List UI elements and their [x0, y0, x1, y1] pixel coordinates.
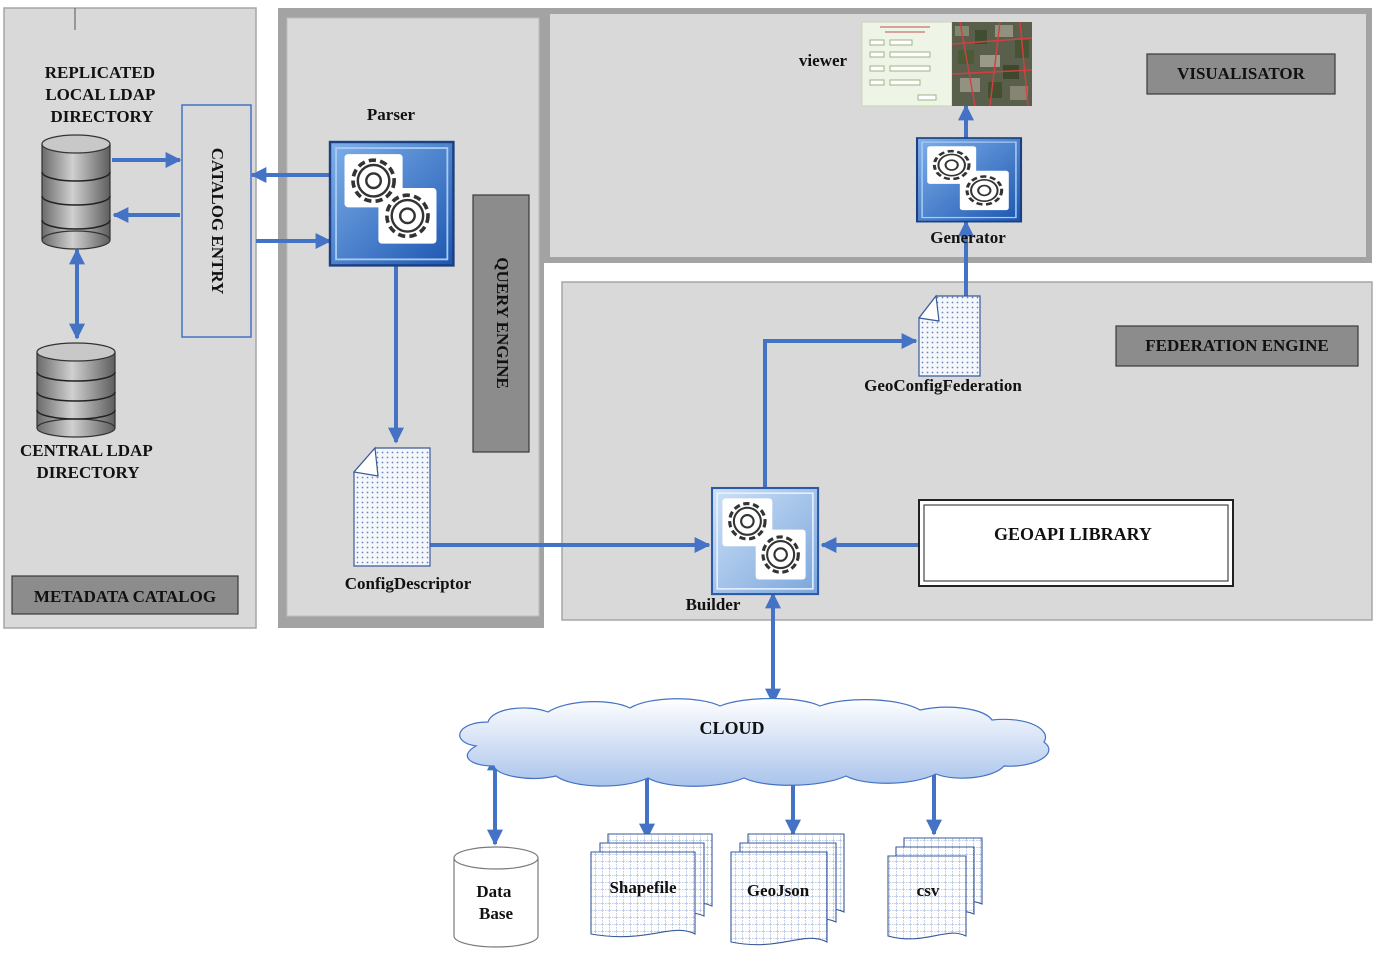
geoapi-library-box: GEOAPI LIBRARY [918, 499, 1234, 587]
generator-gear-icon [915, 137, 1023, 223]
federation-engine-label-box: FEDERATION ENGINE [1115, 325, 1359, 367]
database-label: Data Base [476, 882, 515, 923]
catalog-entry-box: CATALOG ENTRY [181, 104, 252, 338]
query-engine-label-box: QUERY ENGINE [472, 194, 530, 453]
geoconfigfederation-label: GeoConfigFederation [864, 376, 1022, 395]
catalog-entry-label: CATALOG ENTRY [208, 148, 227, 295]
geojson-label: GeoJson [747, 881, 810, 900]
metadata-catalog-label-box: METADATA CATALOG [11, 575, 239, 615]
viewer-label: viewer [799, 51, 848, 70]
central-ldap-database-icon [36, 342, 116, 438]
query-engine-label: QUERY ENGINE [493, 257, 512, 388]
cloud-icon: CLOUD [459, 697, 1050, 787]
central-ldap-label: CENTRAL LDAP DIRECTORY [20, 441, 156, 482]
shapefile-documents-icon [590, 833, 713, 938]
visualisator-label: VISUALISATOR [1177, 64, 1306, 83]
csv-label: csv [917, 881, 940, 900]
csv-documents-icon [887, 837, 983, 940]
replicated-ldap-label: REPLICATED LOCAL LDAP DIRECTORY [45, 63, 159, 126]
parser-label: Parser [367, 105, 416, 124]
shapefile-label: Shapefile [609, 878, 677, 897]
viewer-screenshot-thumbnail [861, 21, 1033, 107]
generator-label: Generator [930, 228, 1006, 247]
geoapi-library-label: GEOAPI LIBRARY [994, 524, 1152, 544]
parser-gear-icon [328, 140, 455, 267]
builder-label: Builder [686, 595, 741, 614]
geojson-documents-icon [730, 833, 845, 946]
configdescriptor-label: ConfigDescriptor [345, 574, 472, 593]
visualisator-label-box: VISUALISATOR [1146, 53, 1336, 95]
configdescriptor-document-icon [352, 446, 431, 567]
database-cylinder-icon [453, 846, 539, 948]
federation-engine-label: FEDERATION ENGINE [1145, 336, 1328, 355]
replicated-ldap-database-icon [41, 134, 111, 250]
metadata-catalog-label: METADATA CATALOG [34, 587, 216, 606]
cloud-label: CLOUD [699, 718, 764, 738]
arrow-builder-to-geoconfigfederation [763, 333, 918, 488]
builder-gear-icon [710, 486, 820, 596]
geoconfigfederation-document-icon [917, 294, 981, 377]
